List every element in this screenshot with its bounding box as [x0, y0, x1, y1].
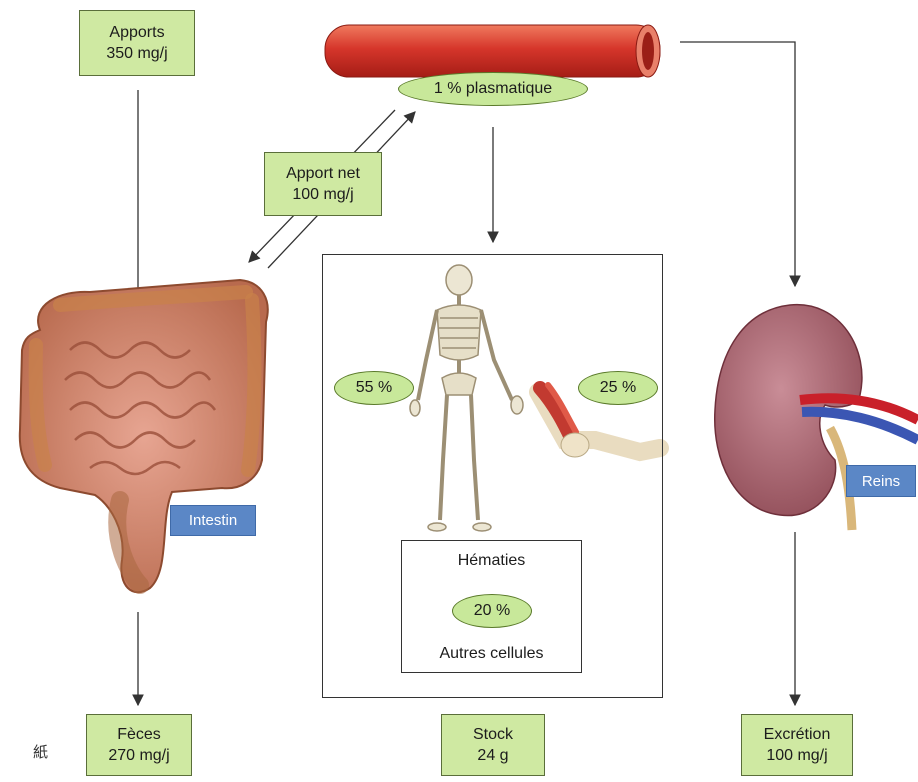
cells-percent-oval: 20 % — [452, 594, 532, 628]
apport-net-value: 100 mg/j — [292, 184, 353, 205]
intestin-label: Intestin — [170, 505, 256, 536]
excretion-label: Excrétion — [764, 724, 831, 745]
corner-mark: 紙 — [33, 743, 48, 761]
excretion-value: 100 mg/j — [766, 745, 827, 766]
feces-box: Fèces 270 mg/j — [86, 714, 192, 776]
stock-label: Stock — [473, 724, 513, 745]
feces-label: Fèces — [117, 724, 161, 745]
apports-box: Apports 350 mg/j — [79, 10, 195, 76]
blood-vessel-illustration — [325, 25, 660, 77]
stock-box: Stock 24 g — [441, 714, 545, 776]
plasma-percent-oval: 1 % plasmatique — [398, 72, 588, 106]
reins-label: Reins — [846, 465, 916, 497]
apports-label: Apports — [109, 22, 164, 43]
stock-value: 24 g — [477, 745, 508, 766]
intestine-illustration — [20, 280, 268, 592]
excretion-box: Excrétion 100 mg/j — [741, 714, 853, 776]
apports-value: 350 mg/j — [106, 43, 167, 64]
autres-cellules-label: Autres cellules — [401, 645, 582, 663]
apport-net-box: Apport net 100 mg/j — [264, 152, 382, 216]
feces-value: 270 mg/j — [108, 745, 169, 766]
bone-percent-oval: 55 % — [334, 371, 414, 405]
apport-net-label: Apport net — [286, 163, 360, 184]
hematies-label: Hématies — [401, 552, 582, 570]
muscle-percent-oval: 25 % — [578, 371, 658, 405]
arrow-plasma-to-kidney — [680, 42, 795, 286]
